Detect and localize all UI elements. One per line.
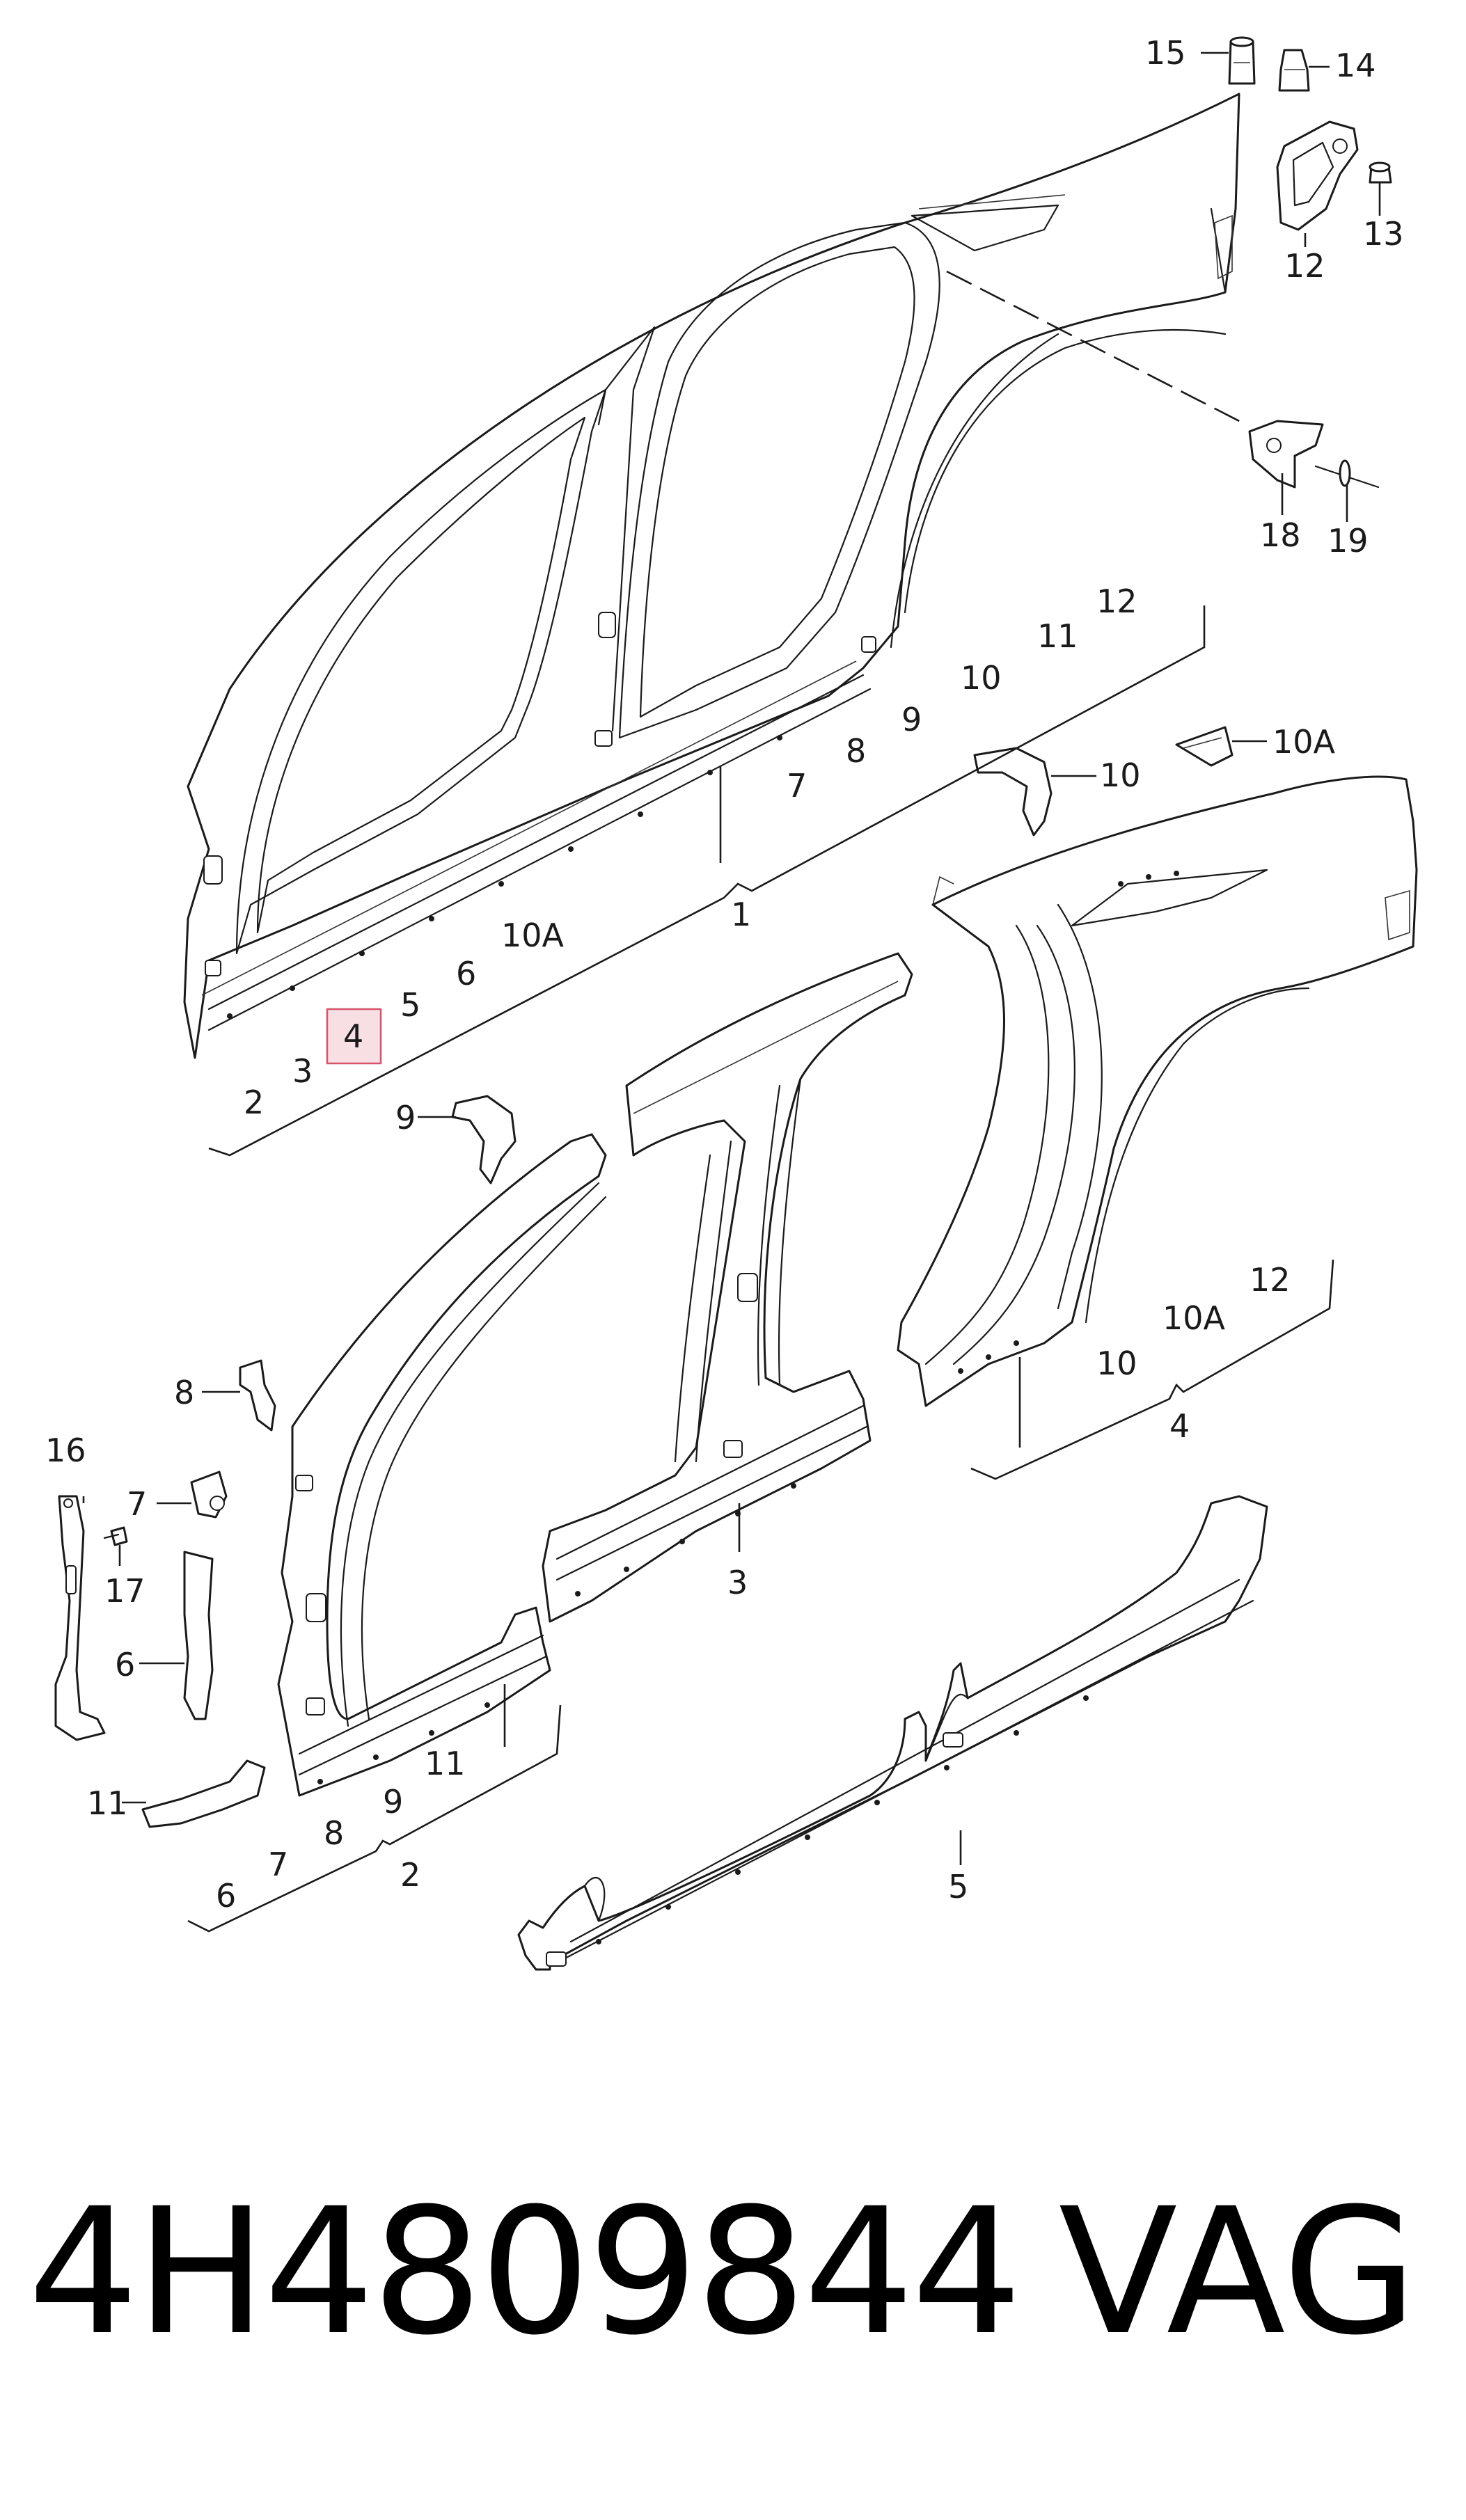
callout-5[interactable]: 5 — [948, 1868, 968, 1905]
callout-labels: 15 14 12 13 18 19 12 11 10 9 8 7 1 10A 6… — [45, 34, 1404, 1915]
callout-8[interactable]: 8 — [174, 1374, 194, 1411]
callout-g1-9[interactable]: 9 — [901, 701, 922, 738]
callout-g2-7[interactable]: 7 — [268, 1846, 288, 1883]
highlight-box-4 — [326, 1008, 382, 1065]
callout-17[interactable]: 17 — [104, 1572, 145, 1610]
callout-g4-12[interactable]: 12 — [1250, 1261, 1291, 1299]
callout-14[interactable]: 14 — [1335, 47, 1376, 84]
part-15-nut — [1228, 36, 1256, 85]
callout-7[interactable]: 7 — [127, 1485, 147, 1523]
callout-g1-1[interactable]: 1 — [731, 896, 751, 933]
part-13-clip — [1369, 161, 1392, 184]
callout-g1-7[interactable]: 7 — [787, 767, 807, 805]
callout-6[interactable]: 6 — [115, 1646, 135, 1683]
side-panel-assembly — [183, 93, 1247, 1059]
callout-10A[interactable]: 10A — [1272, 723, 1336, 761]
callout-g4-4[interactable]: 4 — [1169, 1407, 1190, 1445]
callout-g1-11[interactable]: 11 — [1037, 617, 1078, 655]
callout-g2-9[interactable]: 9 — [383, 1783, 403, 1821]
callout-19[interactable]: 19 — [1327, 522, 1369, 560]
callout-13[interactable]: 13 — [1363, 215, 1404, 253]
callout-g1-2[interactable]: 2 — [244, 1084, 264, 1121]
part-4-quarter-panel — [897, 775, 1418, 1407]
callout-18[interactable]: 18 — [1260, 516, 1301, 554]
part-18-bracket — [1248, 420, 1324, 489]
callout-g1-12[interactable]: 12 — [1096, 583, 1137, 620]
callout-g4-10[interactable]: 10 — [1096, 1345, 1137, 1382]
part-3-b-pillar — [542, 952, 913, 1623]
callout-g1-4[interactable]: 4 — [343, 1017, 363, 1055]
callout-9[interactable]: 9 — [395, 1099, 416, 1136]
callout-g2-2[interactable]: 2 — [400, 1856, 420, 1894]
part-10A-piece — [1175, 726, 1234, 767]
callout-g1-6[interactable]: 6 — [456, 955, 476, 992]
leader-lines — [82, 51, 1381, 1933]
part-8-bracket — [239, 1359, 276, 1432]
callout-g2-11[interactable]: 11 — [425, 1745, 466, 1782]
callout-10[interactable]: 10 — [1100, 756, 1141, 794]
callout-16[interactable]: 16 — [45, 1432, 86, 1469]
part-10-bracket — [973, 747, 1053, 837]
callout-g1-10A[interactable]: 10A — [501, 917, 565, 954]
callout-g1-10[interactable]: 10 — [961, 659, 1002, 697]
part-12-bracket — [1276, 120, 1359, 231]
callout-g1-5[interactable]: 5 — [400, 986, 420, 1024]
part-7-bracket — [190, 1471, 228, 1519]
part-5-sill — [517, 1495, 1268, 1971]
part-2-a-pillar — [277, 1133, 607, 1797]
part-9-bracket — [451, 1095, 517, 1184]
callout-g2-8[interactable]: 8 — [324, 1814, 344, 1852]
part-19-rivet — [1314, 459, 1380, 489]
callout-12-top[interactable]: 12 — [1284, 247, 1325, 285]
part-6-reinforcement — [183, 1551, 214, 1720]
callout-15[interactable]: 15 — [1145, 34, 1186, 72]
part-17-bolt — [103, 1526, 128, 1546]
brand-name: VAG — [1058, 2171, 1417, 2373]
part-16-reinforcement — [54, 1495, 106, 1741]
callout-11[interactable]: 11 — [87, 1784, 128, 1822]
callout-g1-3[interactable]: 3 — [292, 1052, 313, 1090]
callout-g4-10A[interactable]: 10A — [1162, 1299, 1226, 1337]
part-14-nut — [1278, 49, 1310, 92]
part-number: 4H4809844 — [28, 2171, 1022, 2373]
callout-g2-6[interactable]: 6 — [216, 1877, 236, 1915]
callout-3[interactable]: 3 — [727, 1564, 748, 1601]
callout-g1-8[interactable]: 8 — [846, 732, 866, 770]
part-11-bracket — [141, 1759, 266, 1828]
